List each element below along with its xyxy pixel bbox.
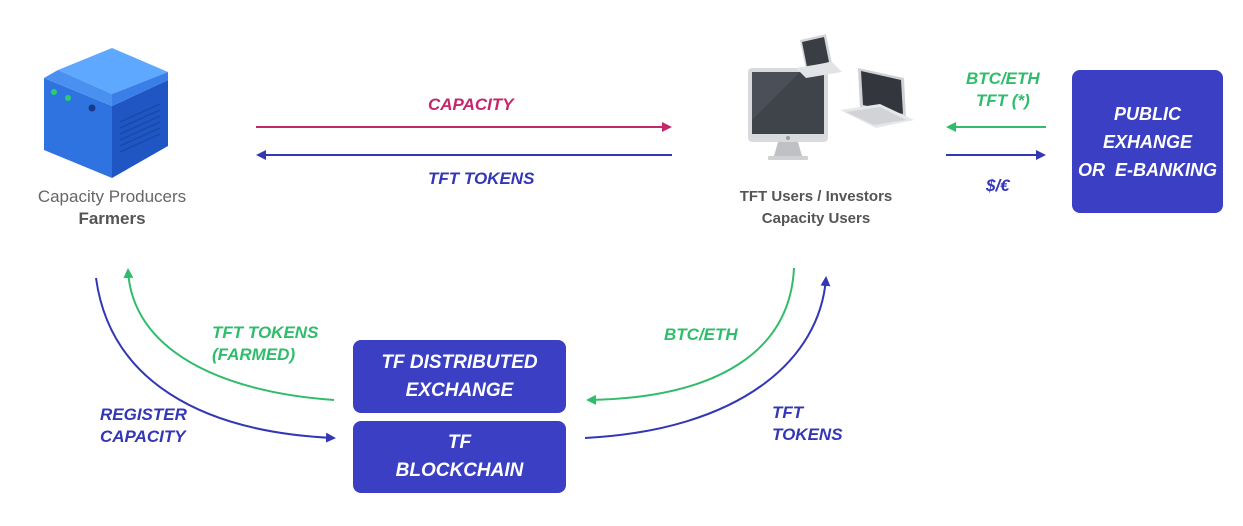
tft-star-label: TFT (*): [975, 91, 1030, 110]
tft-farmed-label: TFT TOKENS (FARMED): [212, 322, 318, 366]
btc-eth-tft-label: BTC/ETH TFT (*): [966, 68, 1040, 112]
btc-eth-bottom-arrow: [586, 267, 795, 405]
distributed-exchange-line1: TF DISTRIBUTED: [381, 351, 538, 373]
distributed-exchange-box[interactable]: TF DISTRIBUTED EXCHANGE: [353, 340, 566, 413]
public-exchange-line2: EXHANGE: [1102, 131, 1192, 152]
distributed-exchange-line2: EXCHANGE: [405, 379, 514, 401]
blockchain-box[interactable]: TF BLOCKCHAIN: [353, 421, 566, 493]
tft-farmed-arrow: [123, 268, 335, 401]
users-line1: TFT Users / Investors: [739, 188, 893, 205]
tft-tokens-label: TFT TOKENS: [428, 169, 535, 188]
users-line2: Capacity Users: [761, 210, 871, 227]
tft-bottom-line2: TOKENS: [772, 425, 843, 444]
register-line2: CAPACITY: [100, 427, 186, 446]
fiat-label: $/€: [986, 176, 1010, 195]
register-line1: REGISTER: [100, 405, 187, 424]
tft-bottom-line1: TFT: [772, 403, 804, 422]
producers-title: Capacity Producers: [37, 187, 187, 206]
public-exchange-line1: PUBLIC: [1114, 103, 1181, 124]
tft-farmed-line1: TFT TOKENS: [212, 323, 319, 342]
capacity-label: CAPACITY: [428, 95, 514, 114]
users-label: TFT Users / Investors Capacity Users: [720, 186, 912, 230]
blockchain-line1: TF: [447, 432, 472, 453]
blockchain-line2: BLOCKCHAIN: [395, 460, 524, 481]
public-exchange-box[interactable]: PUBLIC EXHANGE OR E-BANKING: [1072, 70, 1223, 213]
register-capacity-arrow: [95, 277, 336, 443]
btc-eth-label: BTC/ETH: [966, 69, 1040, 88]
producers-label: Capacity Producers Farmers: [20, 186, 204, 230]
public-exchange-line3: OR E-BANKING: [1078, 159, 1217, 180]
btc-eth-bottom-label: BTC/ETH: [664, 325, 738, 344]
tft-farmed-line2: (FARMED): [212, 345, 296, 364]
tft-tokens-bottom-label: TFT TOKENS: [772, 402, 843, 446]
producers-subtitle: Farmers: [78, 209, 146, 228]
register-capacity-label: REGISTER CAPACITY: [100, 404, 187, 448]
tft-tokens-bottom-arrow: [584, 276, 831, 439]
